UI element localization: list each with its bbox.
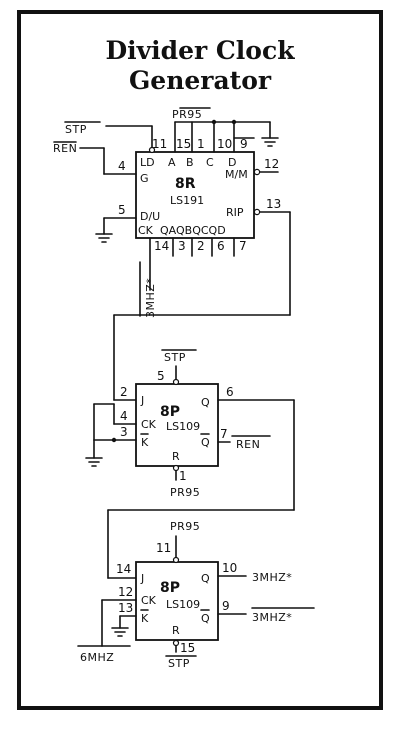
chip-8p-top-pin-7: 7 (220, 427, 228, 441)
chip-8r-pin-top-3: 1 (197, 137, 205, 151)
chip-8p-top-body (135, 383, 219, 467)
chip-8r-ren-label: REN (53, 142, 77, 155)
chip-8r-pin-top-4: 10 (217, 137, 232, 151)
chip-8r-label-rip: RIP (226, 206, 244, 219)
chip-8p-bottom-clock-label: 6MHZ (80, 651, 114, 664)
chip-8r-label-du: D/U (140, 210, 160, 223)
title-line-1: Divider Clock (105, 36, 295, 65)
chip-8r-clock-label: 3MHZ* (144, 278, 157, 318)
chip-8r-pin-13: 13 (266, 197, 281, 211)
chip-8p-top-label-r: R (172, 450, 180, 463)
chip-8p-bottom-pin-14: 14 (116, 562, 131, 576)
chip-8p-bottom-pin-10: 10 (222, 561, 237, 575)
chip-8p-bottom-pin-13: 13 (118, 601, 133, 615)
chip-8p-top-label-q: Q (201, 396, 210, 409)
chip-8p-top-label-k: K (141, 436, 149, 449)
chip-8r-pin-top-5: 9 (240, 137, 248, 151)
chip-8r-pin-2: 2 (197, 239, 205, 253)
chip-8r-pin-14: 14 (154, 239, 169, 253)
chip-8r-body (135, 151, 255, 239)
chip-8p-top-qbar-out-label: REN (236, 438, 260, 451)
title-line-2: Generator (128, 66, 272, 95)
chip-8r-stp-label: STP (65, 123, 87, 136)
chip-8p-bottom: PR95 11 14 J 12 CK 13 K 8P LS109 Q 10 3M… (77, 520, 315, 670)
chip-8p-bottom-set-label: PR95 (170, 520, 200, 533)
chip-8p-bottom-pin-12: 12 (118, 585, 133, 599)
chip-8p-top-pin-4: 4 (120, 409, 128, 423)
chip-8r-label-ld: LD (140, 156, 155, 169)
chip-8p-top-pin-5: 5 (157, 369, 165, 383)
chip-8p-top-part: LS109 (166, 420, 200, 433)
chip-8p-bottom-label-j: J (140, 572, 144, 585)
chip-8r-label-mm: M/M (225, 168, 248, 181)
chip-8r-label-outputs: QAQBQCQD (160, 224, 226, 237)
chip-8p-top-name: 8P (160, 404, 180, 420)
chip-8p-top-pin-2: 2 (120, 385, 128, 399)
chip-8p-bottom-label-r: R (172, 624, 180, 637)
chip-8r-label-a: A (168, 156, 176, 169)
chip-8r-pin-top-2: 15 (176, 137, 191, 151)
chip-8p-top-pin-3: 3 (120, 425, 128, 439)
chip-8p-bottom-part: LS109 (166, 598, 200, 611)
chip-8p-top-reset-label: PR95 (170, 486, 200, 499)
chip-8r-pullup-label: PR95 (172, 108, 202, 121)
chip-8p-top-label-qbar: Q (201, 436, 210, 449)
chip-8r: PR95 11 15 1 10 9 STP REN 4 LD A B C D G… (53, 107, 291, 318)
chip-8r-label-b: B (186, 156, 194, 169)
chip-8r-pin-3: 3 (178, 239, 186, 253)
chip-8r-pin-6: 6 (217, 239, 225, 253)
figure-title: Divider Clock Generator (21, 36, 379, 96)
chip-8p-bottom-label-ck: CK (141, 594, 157, 607)
chip-8p-bottom-qbar-out-label: 3MHZ* (252, 611, 292, 624)
chip-8p-bottom-label-qbar: Q (201, 612, 210, 625)
chip-8p-bottom-name: 8P (160, 580, 180, 596)
chip-8p-bottom-label-k: K (141, 612, 149, 625)
chip-8p-bottom-pin-9: 9 (222, 599, 230, 613)
chip-8p-top: STP 5 2 J 4 CK 3 K 8P LS109 Q 6 Q (85, 349, 295, 511)
chip-8p-top-set-label: STP (164, 351, 186, 364)
chip-8p-top-pin-6: 6 (226, 385, 234, 399)
chip-8r-label-c: C (206, 156, 214, 169)
chip-8p-bottom-pin-11: 11 (156, 541, 171, 555)
chip-8r-pin-5: 5 (118, 203, 126, 217)
chip-8r-pin-12: 12 (264, 157, 279, 171)
chip-8r-pin-4: 4 (118, 159, 126, 173)
chip-8r-label-g: G (140, 172, 149, 185)
chip-8p-bottom-body (135, 561, 219, 641)
chip-8r-label-d: D (228, 156, 236, 169)
chip-8r-part: LS191 (170, 194, 204, 207)
chip-8p-bottom-reset-label: STP (168, 657, 190, 670)
chip-8p-top-pin-1: 1 (179, 469, 187, 483)
chip-8r-label-ck: CK (138, 224, 154, 237)
chip-8p-top-label-ck: CK (141, 418, 157, 431)
chip-8r-pin-7: 7 (239, 239, 247, 253)
chip-8p-bottom-label-q: Q (201, 572, 210, 585)
chip-8p-bottom-q-out-label: 3MHZ* (252, 571, 292, 584)
chip-8r-name: 8R (175, 176, 196, 192)
chip-8p-top-label-j: J (140, 394, 144, 407)
chip-8r-pin-top-1: 11 (152, 137, 167, 151)
chip-8p-bottom-pin-15: 15 (180, 641, 195, 655)
